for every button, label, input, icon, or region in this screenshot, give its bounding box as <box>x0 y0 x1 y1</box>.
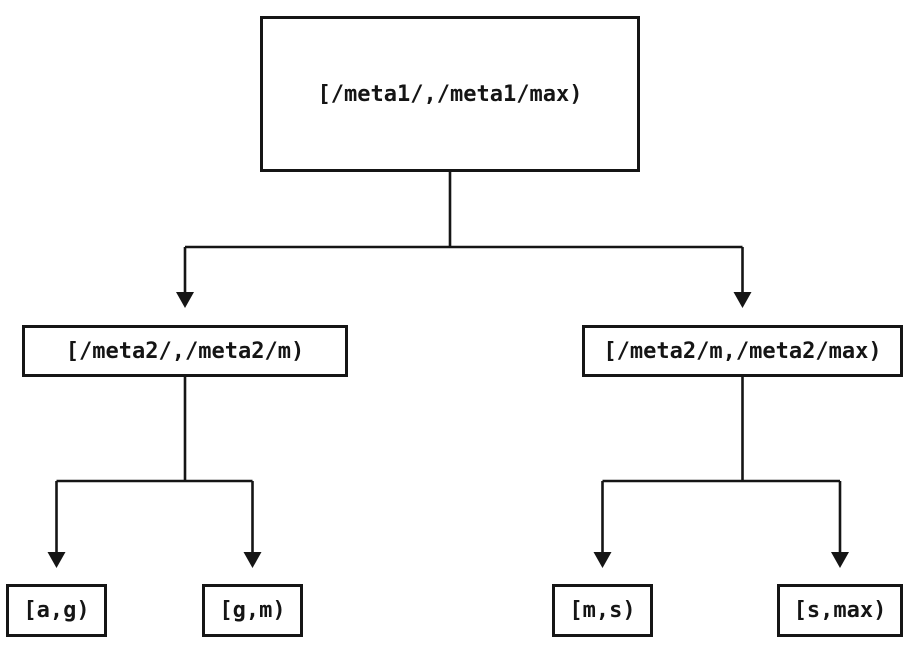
node-leaf-ms: [m,s) <box>552 584 653 637</box>
arrowhead-leaf-smax <box>831 552 849 568</box>
arrowhead-leaf-ag <box>47 552 66 568</box>
node-right-child: [/meta2/m,/meta2/max) <box>582 325 903 377</box>
node-leaf-gm-label: [g,m) <box>219 598 286 623</box>
node-root-label: [/meta1/,/meta1/max) <box>317 81 583 107</box>
arrowhead-left-child <box>176 292 194 308</box>
node-left-child-label: [/meta2/,/meta2/m) <box>65 338 305 364</box>
node-leaf-gm: [g,m) <box>202 584 303 637</box>
edge-lines <box>55 172 842 552</box>
node-leaf-ms-label: [m,s) <box>569 598 636 623</box>
arrowhead-leaf-gm <box>243 552 262 568</box>
node-root: [/meta1/,/meta1/max) <box>260 16 640 172</box>
node-right-child-label: [/meta2/m,/meta2/max) <box>603 338 882 364</box>
arrowhead-right-child <box>733 292 752 308</box>
arrowheads <box>47 292 849 568</box>
node-left-child: [/meta2/,/meta2/m) <box>22 325 348 377</box>
node-leaf-ag-label: [a,g) <box>23 598 90 623</box>
arrowhead-leaf-ms <box>593 552 612 568</box>
node-leaf-ag: [a,g) <box>6 584 107 637</box>
node-leaf-smax: [s,max) <box>777 584 903 637</box>
node-leaf-smax-label: [s,max) <box>793 598 887 623</box>
